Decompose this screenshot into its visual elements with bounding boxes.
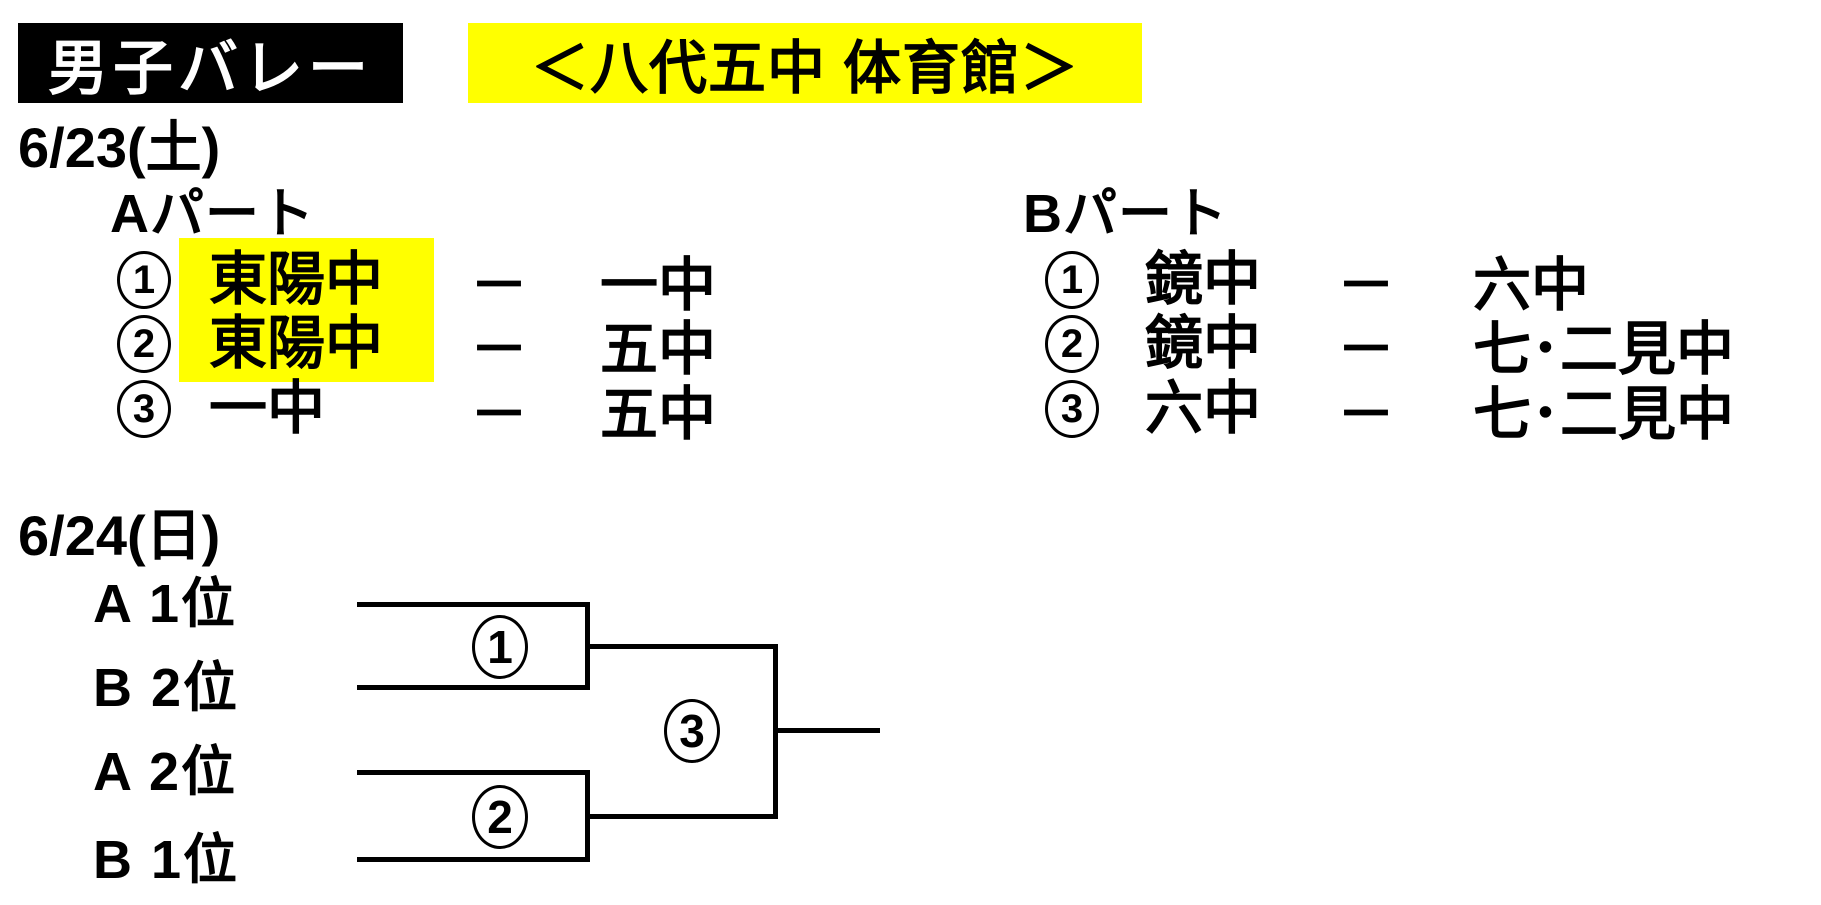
match-row: 3 六中 － 七･二見中	[1045, 376, 1734, 447]
bracket-line	[585, 644, 773, 649]
away-team: 五中	[600, 317, 717, 382]
match-row: 1 東陽中 － 一中	[117, 238, 716, 318]
home-team: 鏡中	[1145, 247, 1262, 312]
bracket-match-number: 3	[664, 699, 720, 763]
match-number: 2	[1045, 315, 1099, 373]
vs-dash: －	[1336, 317, 1395, 382]
bracket-seed-label: A 1位	[93, 574, 238, 634]
bracket-line	[357, 857, 585, 862]
away-team: 一中	[600, 253, 717, 318]
home-team: 東陽中	[179, 312, 434, 382]
day2-date: 6/24(日)	[18, 504, 221, 567]
match-number: 1	[1045, 251, 1099, 309]
day1-date: 6/23(土)	[18, 116, 221, 179]
venue-banner: ＜八代五中 体育館＞	[468, 23, 1142, 103]
bracket-seed-label: A 2位	[93, 742, 238, 802]
match-row: 1 鏡中 － 六中	[1045, 247, 1589, 318]
vs-dash: －	[1336, 382, 1395, 447]
bracket-line	[357, 770, 585, 775]
match-number: 3	[117, 380, 171, 438]
vs-dash: －	[469, 253, 528, 318]
away-team: 六中	[1473, 253, 1590, 318]
match-number: 1	[117, 251, 171, 309]
home-team: 東陽中	[179, 238, 434, 312]
away-team: 七･二見中	[1473, 382, 1735, 447]
bracket-seed-label: B 2位	[93, 658, 240, 718]
bracket-seed-label: B 1位	[93, 830, 240, 890]
match-row: 2 東陽中 － 五中	[117, 312, 716, 382]
home-team: 鏡中	[1145, 311, 1262, 376]
vs-dash: －	[469, 382, 528, 447]
bracket-line	[357, 602, 585, 607]
bracket-match-number: 1	[472, 615, 528, 679]
event-title: 男子バレー	[18, 23, 403, 103]
home-team: 一中	[209, 376, 326, 441]
away-team: 七･二見中	[1473, 317, 1735, 382]
match-number: 2	[117, 315, 171, 373]
home-team: 六中	[1145, 376, 1262, 441]
match-number: 3	[1045, 380, 1099, 438]
part-a-label: Aパート	[110, 184, 315, 244]
final-bracket: 1 2 3	[357, 560, 880, 905]
match-row: 2 鏡中 － 七･二見中	[1045, 311, 1734, 382]
part-b-label: Bパート	[1023, 184, 1228, 244]
bracket-line	[773, 728, 880, 733]
match-row: 3 一中 － 五中	[117, 376, 716, 447]
vs-dash: －	[469, 317, 528, 382]
bracket-line	[585, 814, 773, 819]
bracket-line	[357, 685, 585, 690]
vs-dash: －	[1336, 253, 1395, 318]
away-team: 五中	[600, 382, 717, 447]
bracket-match-number: 2	[472, 785, 528, 849]
